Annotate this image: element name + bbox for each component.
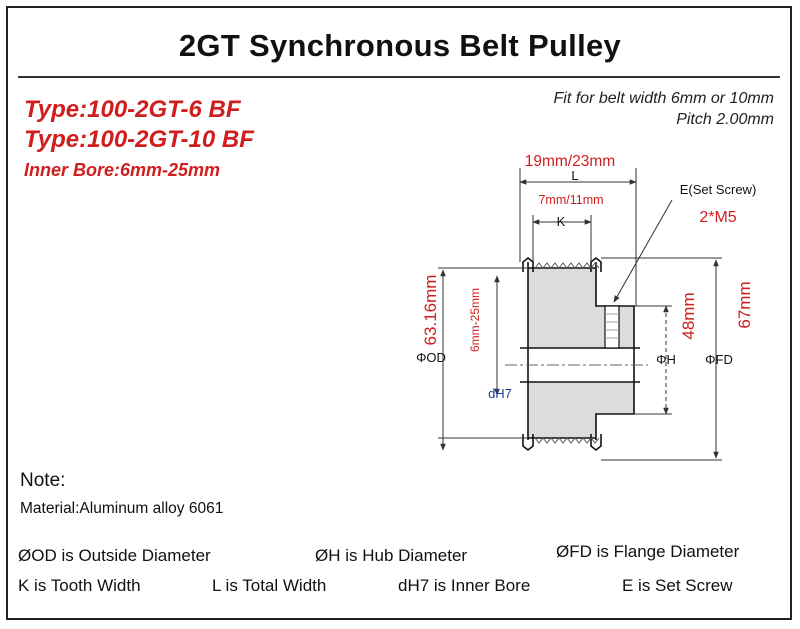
type-label-2: Type:100-2GT-10 BF bbox=[24, 126, 254, 153]
legend-dh7: dH7 is Inner Bore bbox=[398, 576, 531, 595]
flange-diameter-value: 67mm bbox=[735, 281, 754, 328]
legend-fd: ØFD is Flange Diameter bbox=[556, 542, 740, 561]
total-width-symbol: L bbox=[571, 168, 578, 183]
left-bottom-flange bbox=[522, 434, 534, 452]
legend-l: L is Total Width bbox=[212, 576, 327, 595]
left-top-flange bbox=[522, 256, 534, 272]
hub-diameter-symbol: ΦH bbox=[656, 352, 676, 367]
legend-h: ØH is Hub Diameter bbox=[315, 546, 468, 565]
pulley-teeth-top bbox=[534, 262, 600, 269]
belt-width-note: Fit for belt width 6mm or 10mm bbox=[553, 90, 775, 107]
pulley-lower-section bbox=[528, 382, 596, 438]
bore-symbol: dH7 bbox=[488, 386, 512, 401]
set-screw-label: E(Set Screw) bbox=[680, 182, 757, 197]
total-width-value: 19mm/23mm bbox=[525, 153, 615, 170]
set-screw-hole bbox=[604, 305, 620, 349]
pulley-teeth-bottom bbox=[534, 437, 600, 444]
material-spec: Material:Aluminum alloy 6061 bbox=[20, 500, 224, 517]
tooth-width-symbol: K bbox=[557, 214, 566, 229]
legend-k: K is Tooth Width bbox=[18, 576, 141, 595]
legend-e: E is Set Screw bbox=[622, 576, 733, 595]
flange-diameter-symbol: ΦFD bbox=[705, 352, 733, 367]
set-screw-leader bbox=[613, 199, 673, 303]
hub-lower-section bbox=[596, 382, 634, 414]
right-bottom-flange bbox=[590, 434, 602, 452]
set-screw-value: 2*M5 bbox=[699, 209, 736, 226]
pulley-upper-section bbox=[528, 268, 596, 348]
bore-value: 6mm-25mm bbox=[468, 288, 482, 352]
tooth-width-value: 7mm/11mm bbox=[538, 193, 603, 207]
outside-diameter-value: 63.16mm bbox=[421, 275, 440, 346]
right-top-flange bbox=[590, 256, 602, 272]
hub-diameter-value: 48mm bbox=[679, 292, 698, 339]
screw-thread-lines bbox=[605, 313, 619, 339]
page-title: 2GT Synchronous Belt Pulley bbox=[178, 28, 622, 63]
legend-od: ØOD is Outside Diameter bbox=[18, 546, 211, 565]
outside-diameter-symbol: ΦOD bbox=[416, 350, 446, 365]
pulley-outline bbox=[527, 262, 635, 440]
type-label-1: Type:100-2GT-6 BF bbox=[24, 96, 241, 123]
page-frame bbox=[6, 6, 792, 620]
note-heading: Note: bbox=[20, 470, 66, 491]
pitch-note: Pitch 2.00mm bbox=[676, 111, 774, 128]
title-divider bbox=[18, 76, 780, 78]
inner-bore-range: Inner Bore:6mm-25mm bbox=[24, 160, 221, 180]
